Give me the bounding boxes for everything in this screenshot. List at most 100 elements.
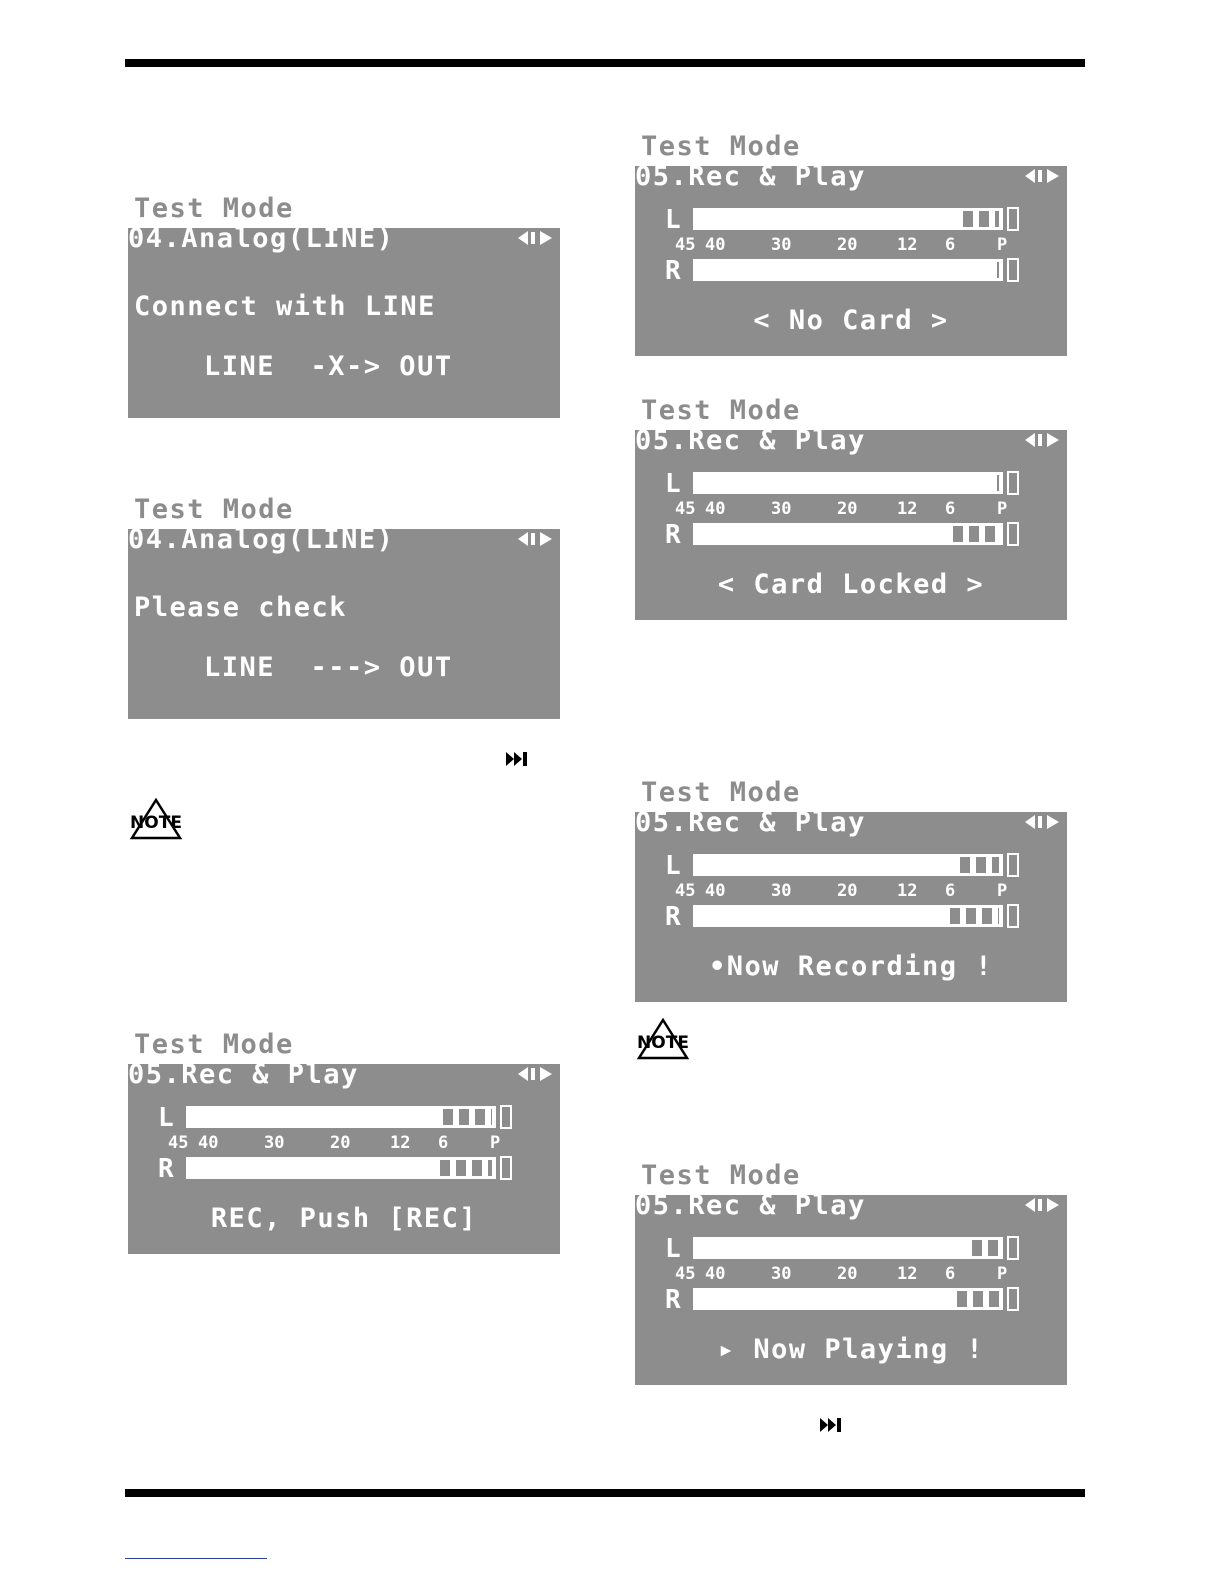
meter-segment-left [443,1109,453,1125]
scale-tick-label: 6 [438,1133,449,1153]
cursor-arrows-icon [1025,1198,1059,1212]
meter-segment-left [972,1240,982,1256]
meter-label-right: R [665,520,681,550]
screen-status-message: ▸ Now Playing ! [717,1334,985,1365]
meter-bar-left [693,472,1003,494]
meter-bar-right [693,523,1003,545]
meter-peak-left [1007,471,1019,495]
screen-header: 05.Rec & Play [128,1059,359,1090]
meter-peak-left [1007,853,1019,877]
screen-caption: Test Mode [134,193,294,224]
scale-tick-label: 40 [705,1264,726,1284]
screen-caption: Test Mode [134,1029,294,1060]
meter-segment-right [985,526,995,542]
cursor-arrows-icon [1025,169,1059,183]
meter-segment-left [963,211,973,227]
meter-label-left: L [158,1103,174,1133]
screen-instruction: Connect with LINE [134,291,436,322]
screen-caption: Test Mode [641,131,801,162]
note-icon: NOTE [636,1018,690,1060]
screen-caption: Test Mode [641,1160,801,1191]
meter-label-left: L [665,851,681,881]
meter-segment-right [957,1291,967,1307]
screen-header: 05.Rec & Play [635,807,866,838]
scale-tick-label: 6 [945,1264,956,1284]
meter-segment-left [979,211,989,227]
screen-header: 04.Analog(LINE) [128,223,395,254]
bottom-rule [125,1489,1085,1497]
cursor-arrows-icon [518,1067,552,1081]
footer-link-underline [125,1558,267,1559]
meter-segment-left [459,1109,469,1125]
note-icon-text: NOTE [637,1033,689,1053]
meter-peak-left [500,1105,512,1129]
note-icon: NOTE [129,798,183,840]
scale-tick-label: 30 [264,1133,285,1153]
scale-tick-label: 6 [945,235,956,255]
cursor-arrows-icon [1025,815,1059,829]
screen-header: 05.Rec & Play [635,425,866,456]
meter-label-right: R [665,256,681,286]
scale-tick-label: 12 [897,235,918,255]
screen-caption: Test Mode [134,494,294,525]
scale-tick-label: 30 [771,881,792,901]
scale-tick-label: 30 [771,235,792,255]
scale-tick-label: 12 [897,499,918,519]
meter-label-left: L [665,469,681,499]
scale-tick-label: P [997,1264,1008,1284]
scale-tick-label: 45 [675,881,696,901]
meter-segment-right [456,1160,466,1176]
meter-peak-left [1007,207,1019,231]
meter-segment-right [966,908,976,924]
screen-instruction: Please check [134,592,348,623]
cursor-arrows-icon [518,231,552,245]
scale-tick-label: P [997,499,1008,519]
meter-segment-left [475,1109,485,1125]
scale-tick-label: 30 [771,1264,792,1284]
meter-bar-left [693,854,1003,876]
cursor-arrows-icon [1025,433,1059,447]
meter-label-left: L [665,205,681,235]
scale-tick-label: P [997,235,1008,255]
scale-tick-label: 20 [837,499,858,519]
meter-segment-right [950,908,960,924]
meter-bar-right [693,1288,1003,1310]
meter-segment-left [491,1109,492,1125]
meter-segment-right [953,526,963,542]
meter-segment-right [989,1291,999,1307]
meter-label-right: R [158,1154,174,1184]
lcd-panel: 04.Analog(LINE) Connect with LINE LINE -… [128,224,560,418]
screen-header: 05.Rec & Play [635,161,866,192]
scale-tick-label: 40 [705,881,726,901]
meter-peak-right [1007,1287,1019,1311]
scale-tick-label: 12 [390,1133,411,1153]
meter-segment-left [992,857,999,873]
scale-tick-label: 40 [198,1133,219,1153]
note-icon-text: NOTE [130,813,182,833]
meter-segment-left [960,857,970,873]
meter-segment-left [997,475,999,491]
meter-bar-left [693,208,1003,230]
scale-tick-label: P [997,881,1008,901]
meter-segment-right [969,526,979,542]
fast-forward-icon [506,752,527,766]
meter-segment-right [982,908,992,924]
scale-tick-label: 40 [705,499,726,519]
screen-routing: LINE -X-> OUT [204,351,453,382]
scale-tick-label: 45 [675,499,696,519]
scale-tick-label: 20 [837,235,858,255]
scale-tick-label: 30 [771,499,792,519]
top-rule [125,59,1085,67]
scale-tick-label: P [490,1133,501,1153]
meter-peak-right [1007,522,1019,546]
scale-tick-label: 6 [945,881,956,901]
meter-segment-left [988,1240,998,1256]
screen-header: 05.Rec & Play [635,1190,866,1221]
meter-segment-left [976,857,986,873]
meter-segment-right [488,1160,492,1176]
screen-status-message: REC, Push [REC] [210,1203,478,1234]
meter-peak-right [500,1156,512,1180]
scale-tick-label: 45 [675,1264,696,1284]
